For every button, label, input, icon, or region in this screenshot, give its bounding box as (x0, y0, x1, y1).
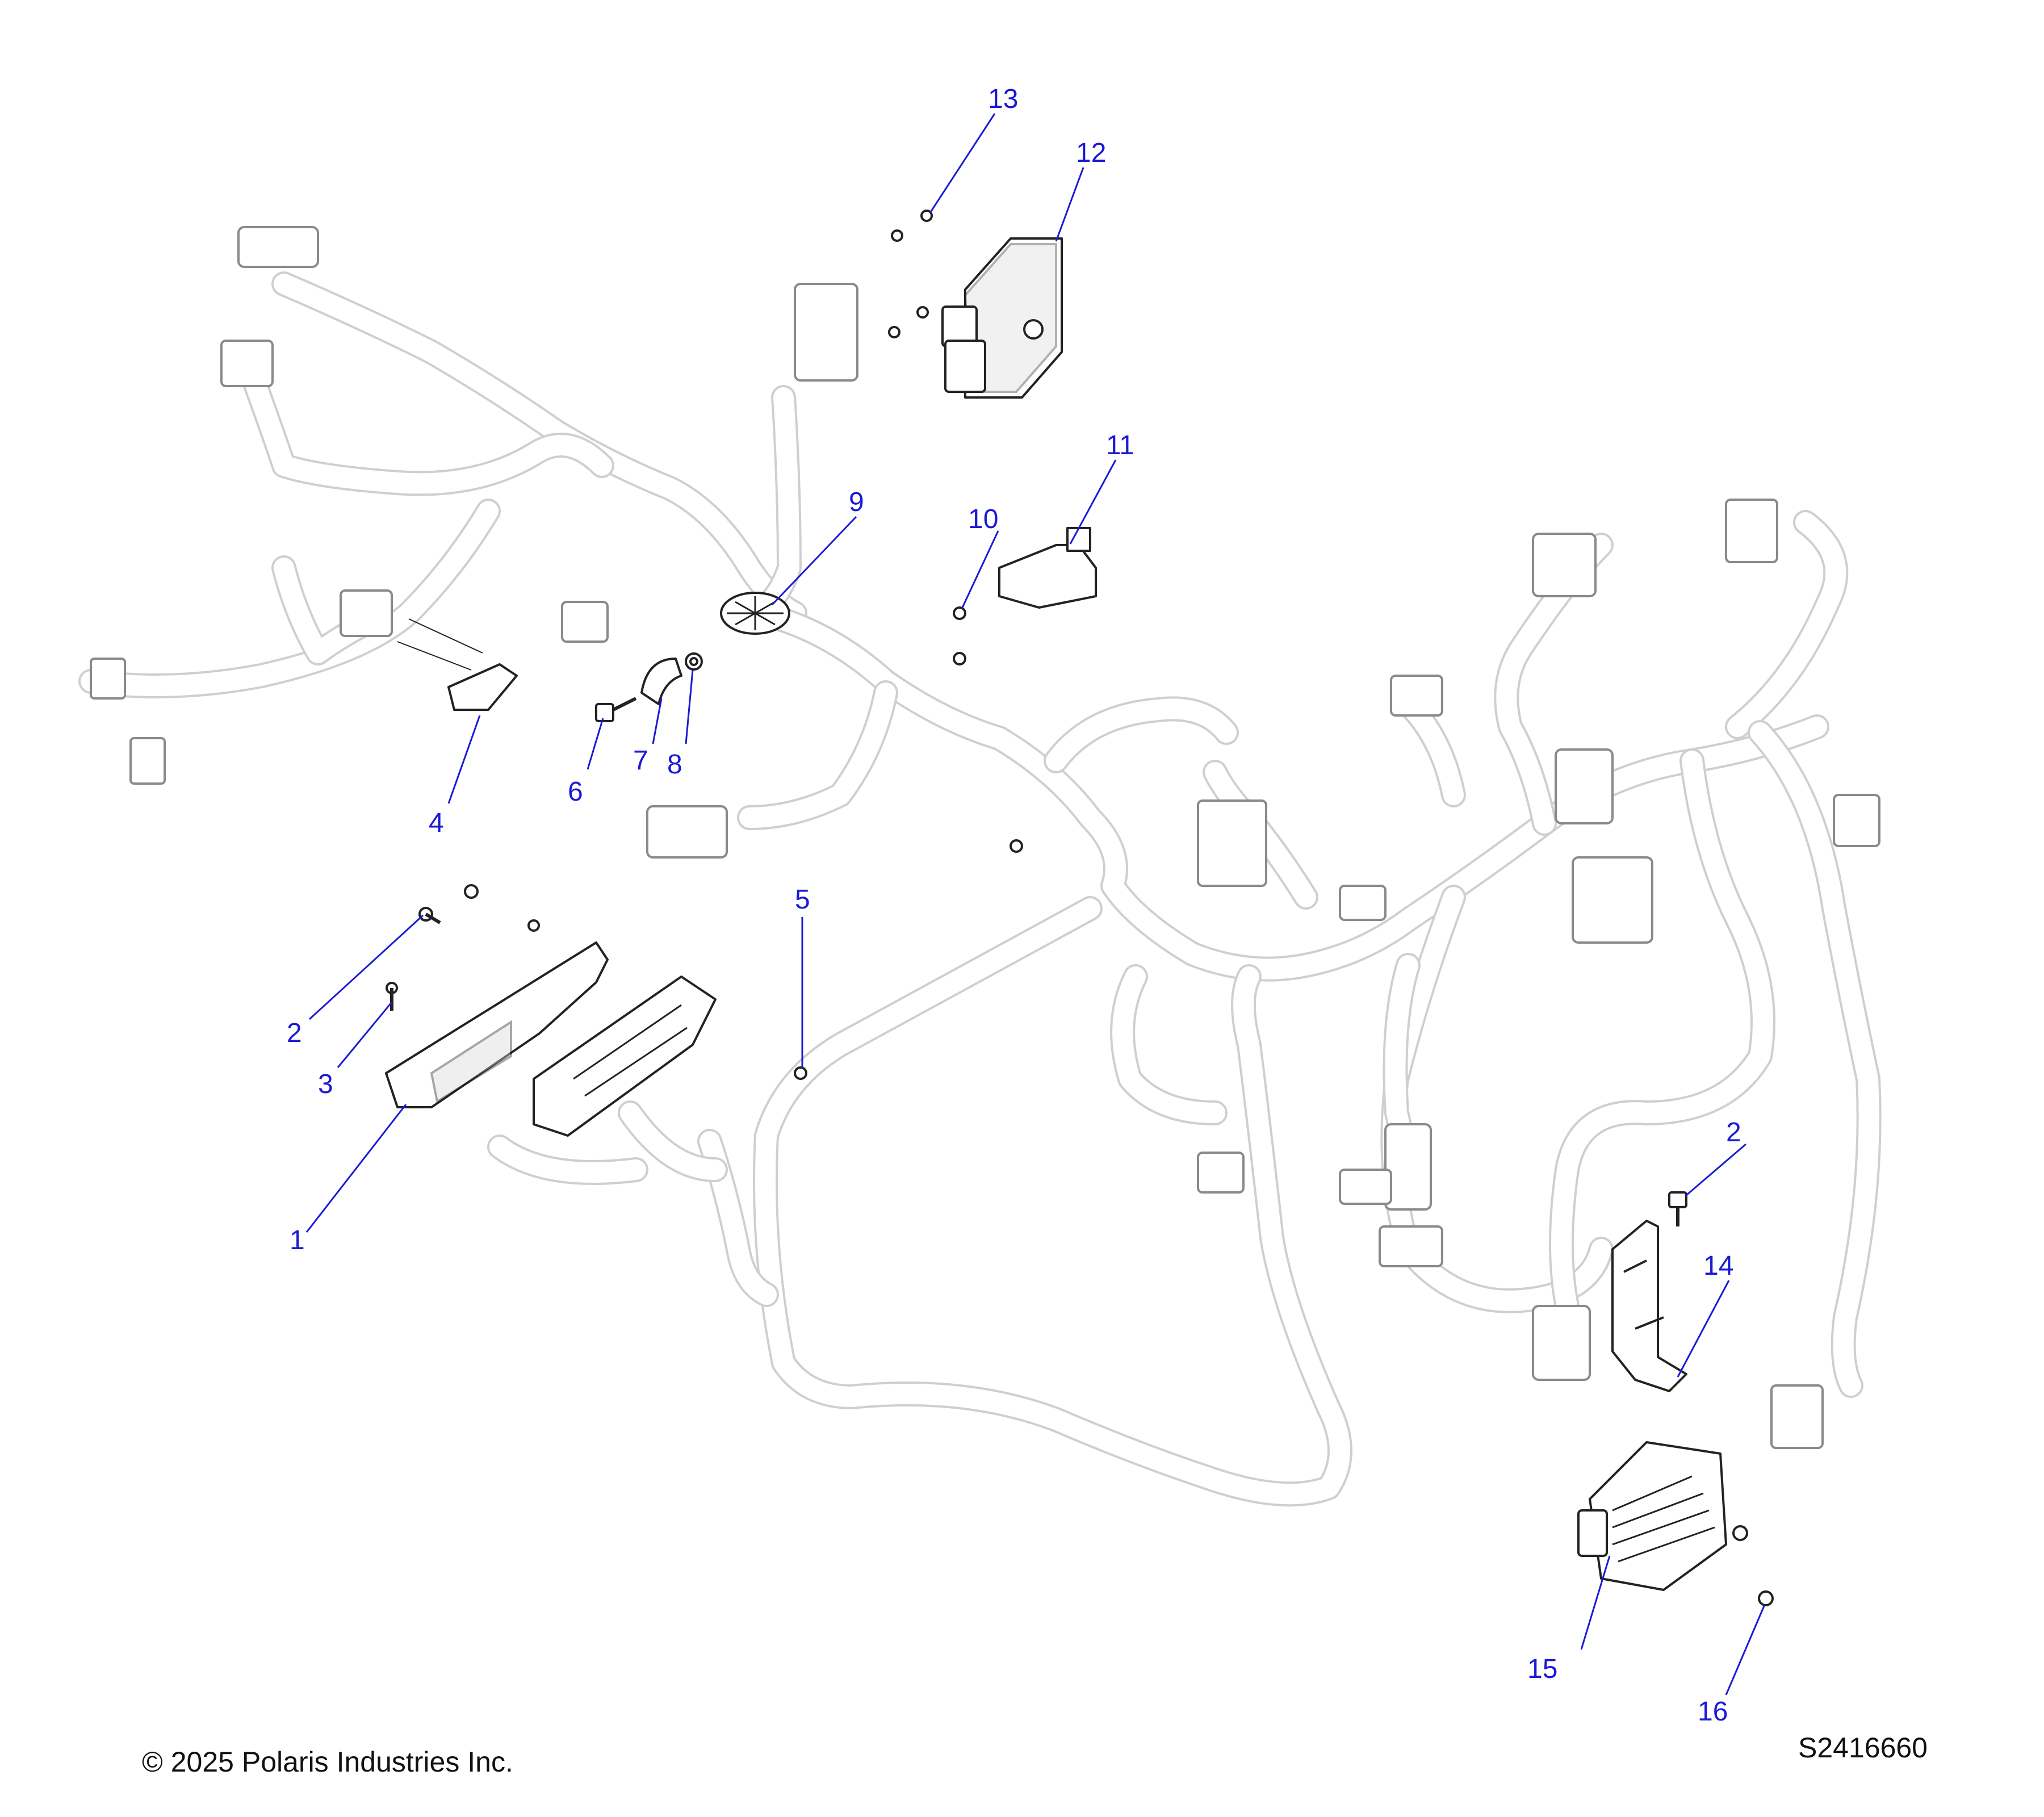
regulator-nuts (1732, 1525, 1774, 1606)
coil-bolts (953, 606, 966, 665)
grommet (720, 592, 790, 635)
callout-5: 5 (795, 885, 810, 915)
battery-bracket (385, 941, 609, 1108)
callout-4: 4 (429, 808, 444, 838)
ignition-coil (998, 527, 1097, 609)
ecu-module (941, 237, 1063, 399)
harness-connectors (90, 226, 1880, 1449)
fuse-box (533, 976, 717, 1137)
callout-1: 1 (290, 1225, 305, 1255)
loose-screw (794, 839, 1023, 1080)
callout-6: 6 (568, 777, 583, 807)
voltage-regulator (1577, 1441, 1727, 1591)
drawing-number: S2416660 (1798, 1732, 1928, 1764)
harness-clamp (640, 658, 682, 705)
callout-14: 14 (1703, 1251, 1733, 1281)
clamp-nut (685, 652, 703, 671)
callout-9: 9 (849, 487, 864, 517)
callout-10: 10 (968, 504, 998, 534)
callout-16: 16 (1698, 1697, 1728, 1727)
callout-2-left: 2 (287, 1018, 302, 1048)
copyright-text: © 2025 Polaris Industries Inc. (142, 1746, 513, 1778)
clamp-bolt (595, 697, 637, 722)
callout-13: 13 (988, 84, 1018, 114)
callouts: 1 2 3 4 5 6 7 8 9 10 11 12 13 (287, 84, 1766, 1727)
ecu-screws (888, 210, 933, 338)
callout-7: 7 (633, 746, 648, 776)
callout-3: 3 (318, 1069, 333, 1099)
bracket-bolt (1668, 1191, 1687, 1226)
callout-15: 15 (1527, 1654, 1557, 1684)
bracket-screws (386, 884, 540, 1011)
callout-12: 12 (1076, 138, 1106, 168)
wiring-harness (78, 271, 1882, 1507)
regulator-bracket (1611, 1220, 1687, 1392)
callout-11: 11 (1106, 430, 1134, 460)
callout-2-right: 2 (1726, 1117, 1741, 1148)
connector-bracket-plate (397, 618, 518, 711)
callout-8: 8 (667, 750, 682, 780)
